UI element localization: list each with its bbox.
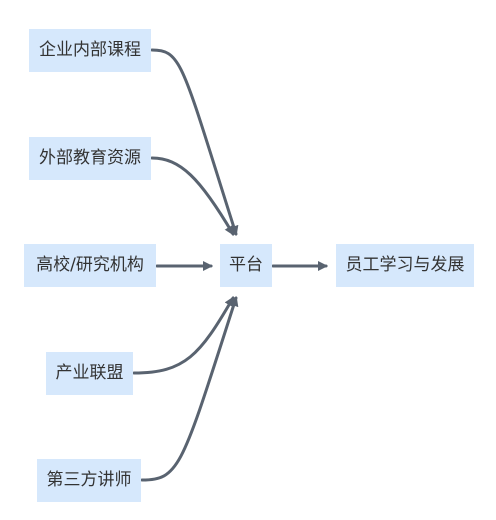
node-universities: 高校/研究机构 bbox=[24, 244, 156, 287]
node-platform: 平台 bbox=[220, 244, 272, 287]
node-external-resources: 外部教育资源 bbox=[29, 137, 151, 180]
edge-external-to-platform bbox=[150, 156, 235, 236]
edge-alliance-to-platform bbox=[132, 296, 235, 375]
edge-lecturer-to-platform bbox=[140, 296, 239, 482]
node-internal-courses: 企业内部课程 bbox=[29, 29, 151, 72]
node-third-party-lecturers: 第三方讲师 bbox=[37, 459, 141, 502]
edge-internal-to-platform bbox=[150, 48, 239, 236]
node-employee-growth: 员工学习与发展 bbox=[336, 244, 474, 287]
node-industry-alliance: 产业联盟 bbox=[46, 352, 133, 395]
